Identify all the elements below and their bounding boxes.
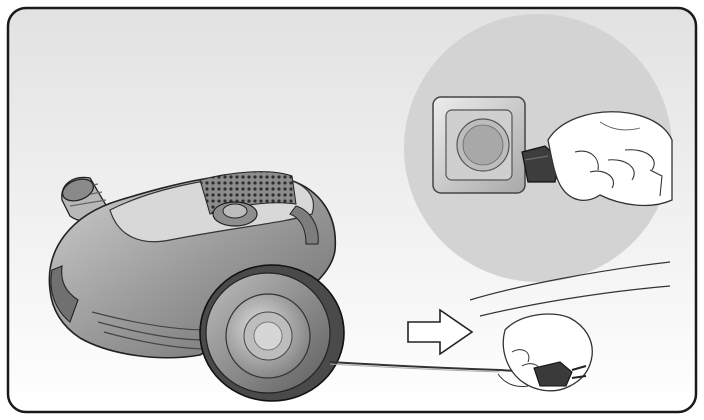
small-plug-icon <box>533 361 573 387</box>
vacuum-cleaner-icon <box>48 171 531 402</box>
power-cord <box>329 361 531 373</box>
hand-pulling-plug-icon <box>469 261 671 392</box>
inset-circle <box>404 14 673 282</box>
wheel-icon <box>199 264 345 402</box>
pull-direction-arrow-icon <box>407 308 474 356</box>
hand-icon <box>547 111 673 207</box>
